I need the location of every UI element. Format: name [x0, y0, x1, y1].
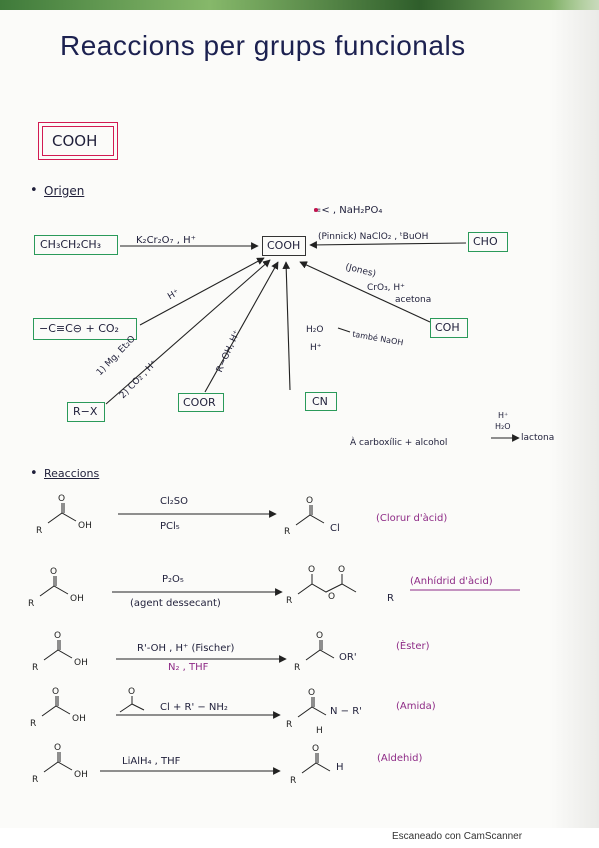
reaction-1-note: (Clorur d'àcid) [376, 513, 448, 524]
svg-text:O: O [54, 743, 61, 753]
nitrile-reagent-2: H⁺ [310, 343, 322, 353]
svg-text:O: O [52, 687, 59, 697]
svg-text:R: R [30, 719, 36, 729]
reaction-2-note: (Anhídrid d'àcid) [410, 576, 493, 587]
svg-text:R: R [32, 775, 38, 785]
svg-text:R: R [286, 596, 292, 606]
reaction-5-product-label: H [336, 762, 344, 773]
reaction-2-above: P₂O₅ [162, 574, 184, 585]
reaction-4-note: (Amida) [396, 701, 436, 712]
product-box [262, 236, 306, 256]
svg-text:OH: OH [72, 714, 86, 724]
svg-text:R: R [286, 720, 292, 730]
page-title: Reaccions per grups funcionals [60, 30, 466, 61]
reaction-3-product-label: OR' [339, 652, 357, 663]
svg-text:OH: OH [70, 594, 84, 604]
group-box-inner [42, 126, 114, 156]
arrow-halide [105, 259, 271, 405]
svg-text:R: R [294, 663, 300, 673]
svg-text:H: H [316, 726, 323, 736]
aldehyde-top-reagent: =< , NaH₂PO₄ [313, 205, 383, 216]
reaction-1-below: PCl₅ [160, 521, 180, 532]
reaction-5-above: LiAlH₄ , THF [122, 756, 181, 767]
svg-text:OH: OH [74, 658, 88, 668]
group-label: COOH [52, 132, 98, 150]
reaction-1-above: Cl₂SO [160, 496, 188, 507]
bullet-origen: • [30, 183, 38, 198]
lactone-right: lactona [521, 433, 555, 443]
reaction-2-product-label: R [387, 593, 394, 604]
svg-text:OH: OH [78, 521, 92, 531]
alkane-reagent: K₂Cr₂O₇ , H⁺ [136, 235, 196, 246]
alkane-label: CH₃CH₂CH₃ [40, 238, 102, 251]
svg-text:O: O [338, 565, 345, 575]
acetylide-label: −C≡C⊖ + CO₂ [39, 322, 119, 335]
lactone-top1: H⁺ [498, 411, 509, 420]
svg-text:O: O [308, 688, 315, 698]
nitrile-note-arrow [337, 327, 351, 333]
svg-text:R: R [36, 526, 42, 536]
aldehyde-label: CHO [473, 235, 498, 248]
reaction-3-above: R'-OH , H⁺ (Fischer) [137, 643, 235, 654]
group-box [38, 122, 118, 160]
reaction-1-product-label: Cl [330, 523, 340, 534]
arrow-aldehyde [309, 241, 467, 249]
bullet-reaccions: • [30, 466, 38, 481]
reaction-4-product-label: N − R' [330, 706, 362, 717]
reaction-5-note: (Aldehid) [377, 753, 423, 764]
alcohol-reagent-2: acetona [395, 295, 432, 305]
reaction-2-below: (agent dessecant) [130, 598, 221, 609]
svg-text:O: O [316, 631, 323, 641]
reaction-3-note: (Èster) [396, 641, 430, 652]
svg-text:O: O [312, 744, 319, 754]
svg-text:O: O [58, 494, 65, 504]
svg-text:O: O [328, 592, 335, 602]
scanner-footer: Escaneado con CamScanner [0, 828, 599, 848]
alcohol-reagent-1: CrO₃, H⁺ [367, 283, 405, 293]
arrow-nitrile [282, 261, 291, 391]
alkane-box [34, 235, 118, 255]
arrow-alcohol [299, 261, 431, 323]
svg-text:O: O [54, 631, 61, 641]
lactone-top2: H₂O [495, 422, 511, 431]
red-dot-marker [314, 208, 318, 212]
scan-top-strip [0, 0, 599, 10]
reaction-4-above: Cl + R' − NH₂ [160, 702, 228, 713]
alcohol-box [430, 318, 468, 338]
nitrile-reagent-1: H₂O [306, 325, 324, 335]
page-edge-shadow [551, 0, 599, 828]
alcohol-label: COH [435, 321, 460, 334]
svg-text:O: O [308, 565, 315, 575]
halide-label: R−X [73, 405, 98, 418]
lactone-left: À carboxílic + alcohol [350, 438, 448, 448]
product-label: COOH [267, 239, 301, 252]
svg-text:O: O [306, 496, 313, 506]
svg-text:OH: OH [74, 770, 88, 780]
svg-text:R: R [290, 776, 296, 786]
ester-label: COOR [183, 396, 216, 409]
svg-text:O: O [128, 687, 135, 697]
svg-text:R: R [32, 663, 38, 673]
svg-text:O: O [50, 567, 57, 577]
ester-box [178, 393, 224, 412]
arrow-ester [204, 261, 279, 393]
scanned-notes-page [0, 0, 599, 828]
origin-heading: Origen [44, 184, 85, 198]
svg-text:R: R [284, 527, 290, 537]
nitrile-label: CN [312, 395, 328, 408]
halide-box [67, 402, 105, 422]
acetylide-box [33, 318, 137, 340]
svg-text:R: R [28, 599, 34, 609]
reaction-3-below: N₂ , THF [168, 662, 209, 673]
aldehyde-reagent: (Pinnick) NaClO₂ , ᵗBuOH [318, 232, 429, 242]
reactions-heading: Reaccions [44, 467, 100, 480]
arrow-acetylide [139, 257, 265, 326]
nitrile-box [305, 392, 337, 411]
scanner-watermark: Escaneado con CamScanner [392, 831, 523, 842]
aldehyde-box [468, 232, 508, 252]
